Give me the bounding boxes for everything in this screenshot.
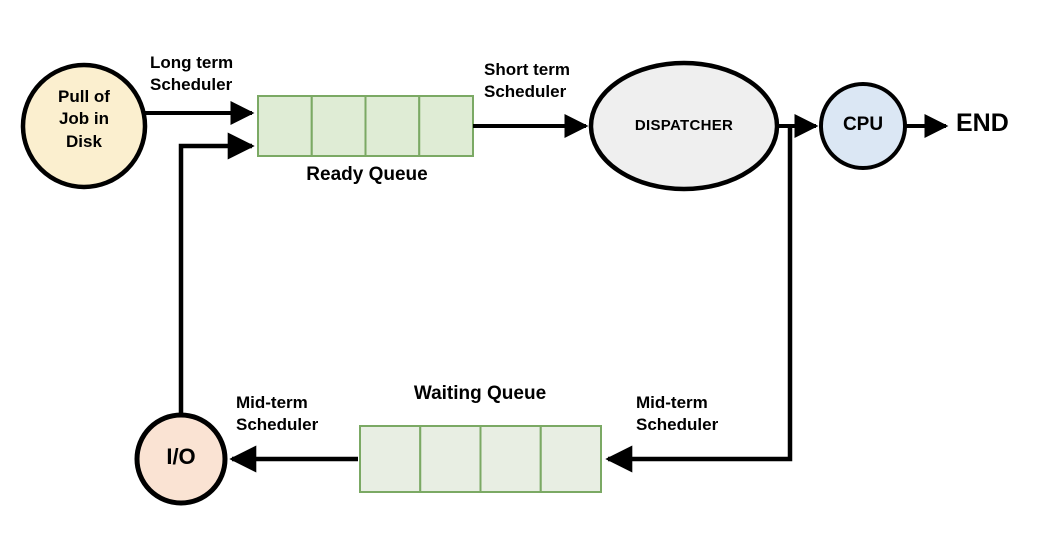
waiting-queue-cell[interactable]: [359, 425, 422, 493]
edge-label-long-term-scheduler: Long term Scheduler: [150, 53, 234, 95]
waiting-queue-cell[interactable]: [419, 425, 482, 493]
ready-queue-cell[interactable]: [257, 95, 313, 157]
edge-mid-term-scheduler-right: [605, 126, 793, 473]
ready-queue-cell[interactable]: [364, 95, 421, 157]
edge-label-short-term-scheduler: Short term Scheduler: [484, 60, 570, 102]
waiting-queue-caption: Waiting Queue: [413, 383, 547, 404]
node-dispatcher[interactable]: [588, 60, 780, 192]
ready-queue-caption: Ready Queue: [306, 164, 428, 185]
node-io[interactable]: [134, 412, 228, 506]
waiting-queue-cell[interactable]: [479, 425, 542, 493]
edge-label-mid-term-scheduler-right: Mid-term Scheduler: [636, 393, 719, 435]
node-pull-of-job-in-disk[interactable]: [20, 62, 148, 190]
edge-label-mid-term-scheduler-left: Mid-term Scheduler: [236, 393, 319, 435]
waiting-queue-cell[interactable]: [539, 425, 602, 493]
waiting-queue[interactable]: [359, 425, 602, 493]
node-cpu[interactable]: [819, 82, 907, 170]
edge-io-to-ready-queue: [178, 132, 255, 415]
ready-queue[interactable]: [257, 95, 474, 157]
ready-queue-cell[interactable]: [418, 95, 474, 157]
ready-queue-cell[interactable]: [310, 95, 367, 157]
